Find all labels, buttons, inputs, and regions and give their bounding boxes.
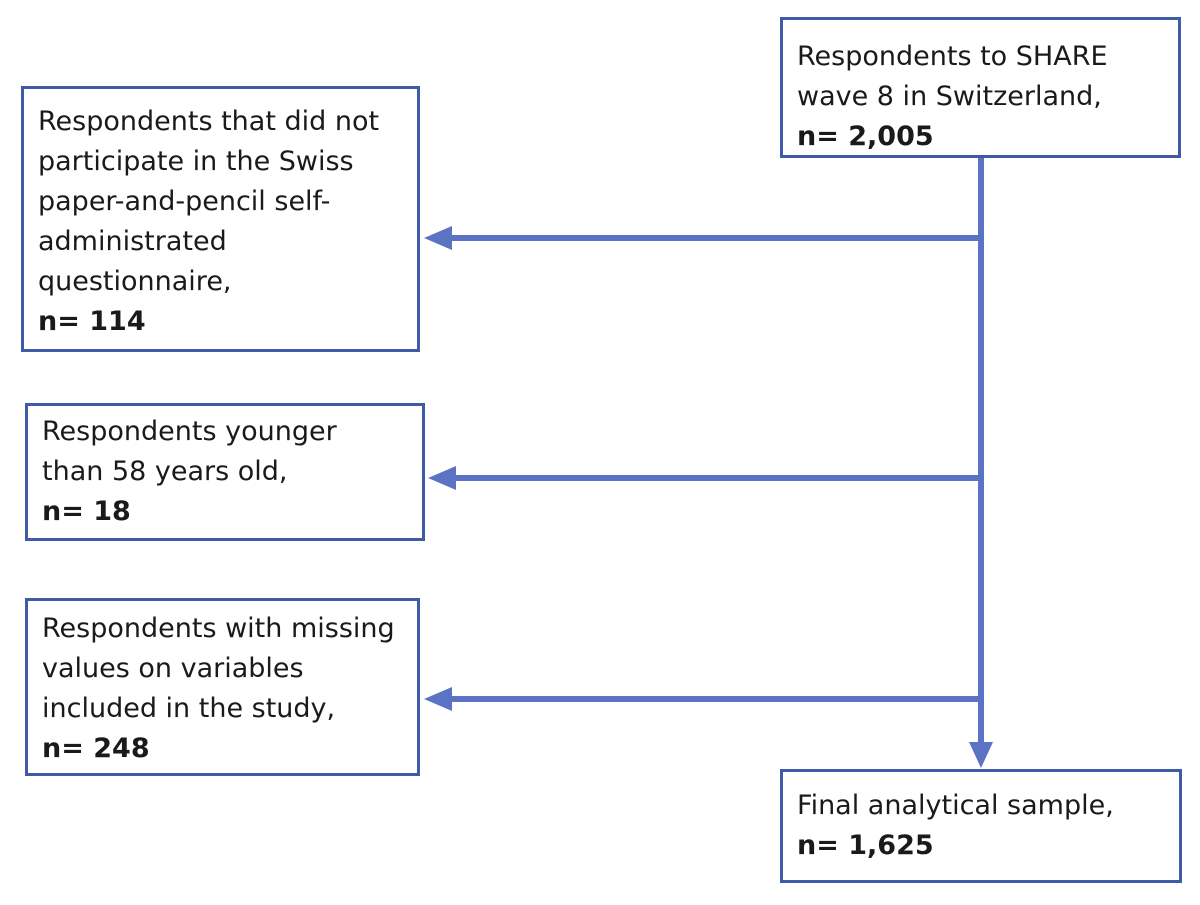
final-line-1: Final analytical sample,	[797, 790, 1114, 821]
excl1-line-1: Respondents that did not	[38, 106, 380, 137]
excl1-line-2: participate in the Swiss	[38, 146, 354, 177]
excl3-count: n= 248	[42, 733, 150, 764]
excl2-line-2: than 58 years old,	[42, 456, 288, 487]
excl1-count: n= 114	[38, 306, 146, 337]
exclusion-arrowhead-3	[424, 687, 452, 711]
source-count: n= 2,005	[797, 121, 934, 152]
excl2-line-1: Respondents younger	[42, 416, 337, 447]
exclusion-box-missing-values: Respondents with missing values on varia…	[25, 598, 420, 776]
exclusion-box-age: Respondents younger than 58 years old, n…	[25, 403, 425, 541]
exclusion-box-non-participants: Respondents that did not participate in …	[21, 86, 420, 352]
source-line-2: wave 8 in Switzerland,	[797, 81, 1102, 112]
excl3-line-3: included in the study,	[42, 693, 336, 724]
source-line-1: Respondents to SHARE	[797, 41, 1108, 72]
excl3-line-1: Respondents with missing	[42, 613, 395, 644]
main-flow-arrowhead	[969, 742, 993, 768]
excl3-line-2: values on variables	[42, 653, 304, 684]
excl1-line-5: questionnaire,	[38, 266, 232, 297]
excl1-line-4: administrated	[38, 226, 227, 257]
exclusion-arrowhead-1	[424, 226, 452, 250]
excl1-line-3: paper-and-pencil self-	[38, 186, 331, 217]
final-sample-box: Final analytical sample, n= 1,625	[780, 769, 1182, 883]
source-population-box: Respondents to SHARE wave 8 in Switzerla…	[780, 17, 1181, 158]
excl2-count: n= 18	[42, 496, 131, 527]
exclusion-arrowhead-2	[428, 466, 456, 490]
final-count: n= 1,625	[797, 830, 934, 861]
